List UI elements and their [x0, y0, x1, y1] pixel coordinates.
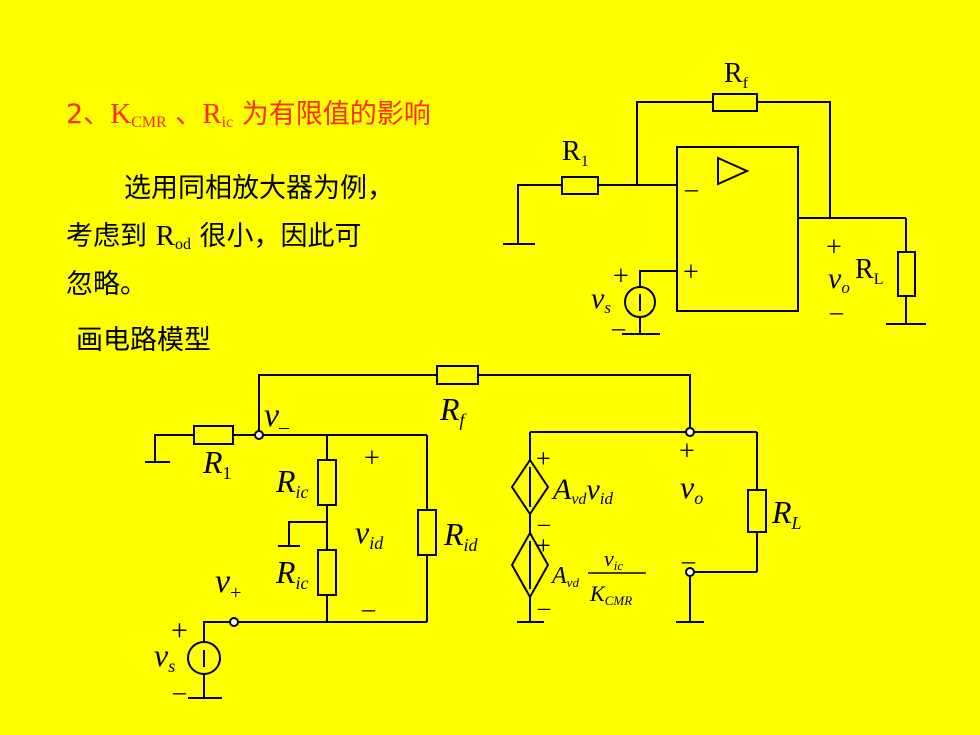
- model-vs-label: vs: [154, 637, 175, 676]
- top-vs-label: vs: [591, 282, 611, 317]
- top-vo-minus: –: [829, 297, 844, 326]
- model-vs-minus: –: [172, 677, 187, 706]
- top-rl-resistor: [897, 251, 916, 297]
- model-rf-resistor: [436, 365, 479, 385]
- model-r1-label: R1: [202, 444, 232, 483]
- model-rl-label: RL: [771, 494, 802, 533]
- model-rid-label: Rid: [443, 516, 479, 555]
- model-ric-bottom-resistor: [317, 549, 337, 596]
- top-vs-minus: –: [611, 313, 626, 342]
- model-r1-resistor: [193, 425, 234, 445]
- model-ric-top-resistor: [317, 459, 337, 506]
- top-vs-plus: +: [613, 261, 629, 292]
- dep2-gain-numerator: vic: [604, 546, 623, 573]
- dep1-gain-label: Avdvid: [551, 473, 613, 508]
- model-ric-top-label: Ric: [275, 463, 309, 502]
- desc-line-1: 选用同相放大器为例，: [124, 173, 394, 204]
- model-rid-resistor: [417, 509, 437, 556]
- model-vid-label: vid: [355, 514, 384, 553]
- dep1-plus: +: [536, 444, 551, 473]
- heading-k-sub: CMR: [131, 114, 167, 131]
- model-vo-label: vo: [680, 469, 703, 508]
- heading-r-sub: ic: [221, 114, 234, 131]
- dep1-minus: –: [537, 511, 551, 537]
- heading-k: K: [110, 98, 132, 130]
- desc-line-2-pre: 考虑到: [66, 221, 156, 252]
- slide-heading: 2、KCMR 、Ric 为有限值的影响: [66, 92, 431, 132]
- dep2-gain-a: Avd: [550, 563, 579, 590]
- model-rl-resistor: [747, 489, 767, 533]
- desc-line-2-r: R: [155, 220, 175, 252]
- model-vs-plus: +: [171, 614, 188, 647]
- heading-r: R: [202, 98, 222, 130]
- model-vo-minus: –: [681, 546, 696, 575]
- model-v-plus-label: v+: [215, 563, 241, 604]
- dep2-plus: +: [536, 531, 551, 560]
- circuit-nodes: [229, 427, 695, 627]
- model-vid-plus: +: [364, 443, 380, 474]
- desc-line-3: 忽略。: [66, 269, 147, 300]
- desc-line-2-post: 很小，因此可: [190, 221, 362, 252]
- dep2-minus: –: [537, 595, 551, 621]
- desc-line-2: 考虑到 Rod 很小，因此可: [66, 214, 362, 254]
- top-vo-label: vo: [828, 262, 850, 297]
- top-plus-input: +: [683, 257, 699, 288]
- top-vo-plus: +: [826, 232, 842, 263]
- model-vid-minus: –: [361, 594, 376, 623]
- model-rf-label: Rf: [439, 391, 468, 430]
- model-ric-bottom-label: Ric: [275, 554, 309, 593]
- heading-number: 2、: [66, 99, 111, 130]
- desc-line-4: 画电路模型: [76, 325, 211, 356]
- top-r1-resistor: [561, 176, 599, 195]
- dep2-gain-denominator: KCMR: [589, 581, 632, 608]
- top-rf-resistor: [712, 93, 758, 112]
- model-circuit-wires: [145, 374, 758, 699]
- top-r1-label: R1: [562, 136, 589, 170]
- top-circuit-wires: [503, 101, 926, 335]
- model-vo-plus: +: [679, 436, 695, 467]
- heading-suffix: 为有限值的影响: [233, 99, 431, 130]
- top-minus-input: –: [684, 174, 699, 203]
- model-v-minus-label: v–: [264, 397, 290, 438]
- desc-line-2-sub: od: [174, 236, 191, 253]
- top-rf-label: Rf: [724, 58, 749, 92]
- top-rl-label: RL: [855, 254, 883, 288]
- heading-separator: 、: [166, 99, 203, 130]
